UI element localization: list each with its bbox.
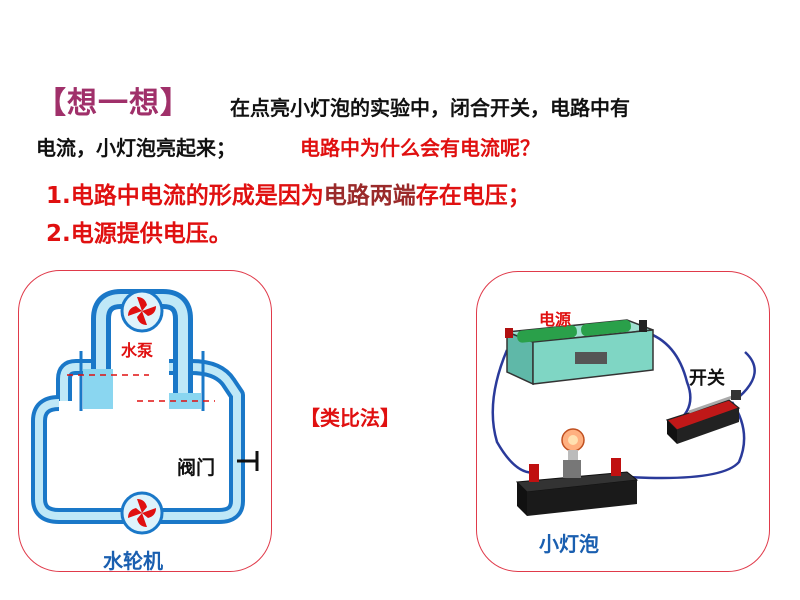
analogy-label: 【类比法】 bbox=[300, 406, 400, 430]
water-circuit-diagram bbox=[31, 289, 259, 535]
water-loop-pipe bbox=[31, 359, 245, 524]
answer-2-seg1: 电源提供电压。 bbox=[70, 221, 232, 247]
answer-1-seg2: 电路两端 bbox=[323, 183, 416, 209]
answer-1-seg3: 存在电压； bbox=[415, 183, 531, 209]
switch-label: 开关 bbox=[689, 368, 725, 389]
question-line1: 在点亮小灯泡的实验中，闭合开关，电路中有 bbox=[230, 96, 630, 120]
water-circuit-panel: 水泵 阀门 水轮机 bbox=[18, 270, 272, 573]
switch-icon bbox=[665, 390, 741, 444]
turbine-icon bbox=[120, 491, 164, 535]
bulb-icon bbox=[561, 428, 585, 460]
question-highlight: 电路中为什么会有电流呢？ bbox=[300, 136, 540, 160]
answer-2-number: 2. bbox=[46, 221, 71, 247]
answer-1-number: 1. bbox=[46, 183, 71, 209]
valve-icon bbox=[237, 451, 259, 471]
power-label: 电源 bbox=[539, 310, 572, 329]
battery-box-icon bbox=[505, 319, 654, 386]
pump-label: 水泵 bbox=[121, 341, 154, 360]
pump-icon bbox=[120, 289, 164, 333]
bulb-label: 小灯泡 bbox=[539, 532, 599, 556]
answer-1-seg1: 电路中电流的形成是因为 bbox=[70, 183, 324, 209]
answer-1: 1.电路中电流的形成是因为电路两端存在电压； bbox=[46, 176, 531, 210]
water-level-lines bbox=[67, 374, 215, 402]
bulb-base-icon bbox=[515, 458, 639, 516]
question-line2: 电流，小灯泡亮起来； bbox=[36, 136, 236, 160]
think-title: 【想一想】 bbox=[36, 86, 191, 121]
circuit-wires bbox=[491, 330, 756, 480]
electric-circuit-panel: 电源 开关 小灯泡 bbox=[476, 271, 770, 572]
answer-2: 2.电源提供电压。 bbox=[46, 214, 232, 248]
turbine-label: 水轮机 bbox=[103, 549, 163, 573]
valve-label: 阀门 bbox=[177, 457, 216, 479]
electric-circuit-diagram bbox=[491, 319, 756, 516]
